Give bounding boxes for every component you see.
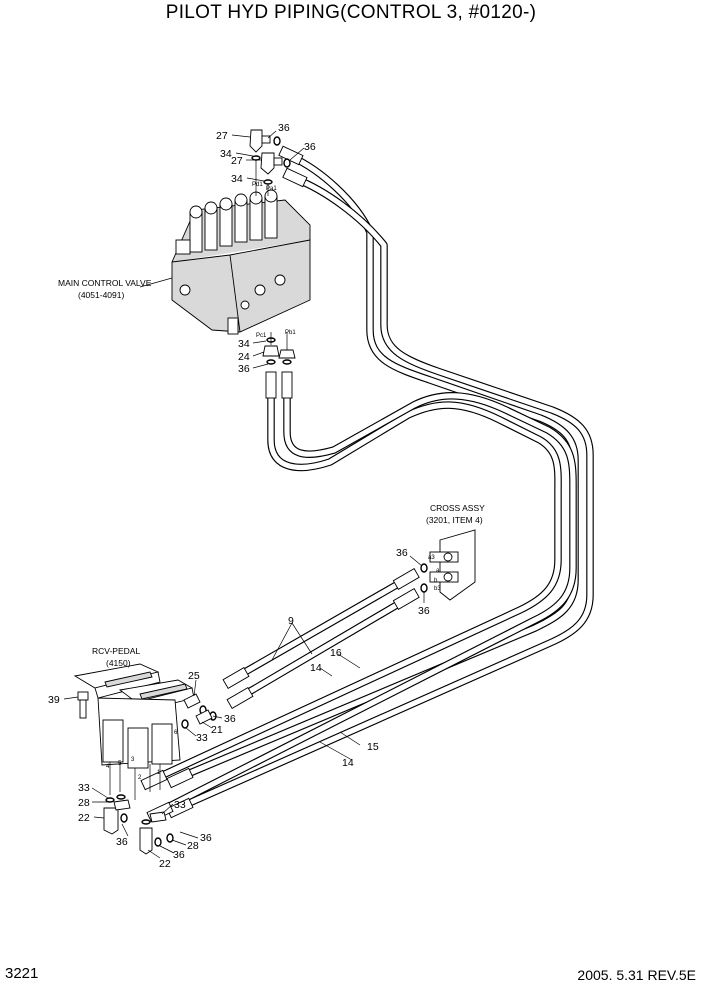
callout-34: 34 <box>220 148 232 160</box>
cross-assy <box>420 529 476 601</box>
hose-pb1-to-pedal-inner <box>155 389 576 815</box>
callout-36: 36 <box>278 122 290 134</box>
callout-22: 22 <box>78 812 90 824</box>
port-2: 2 <box>138 775 142 781</box>
callout-24: 24 <box>238 351 250 363</box>
lower-valve-fittings <box>262 332 296 365</box>
hose-pc1-to-pedal-inner <box>149 389 561 783</box>
rcv-pedal <box>73 663 195 800</box>
callout-39: 39 <box>48 694 60 706</box>
callout-25: 25 <box>188 670 200 682</box>
hose-cross-b-to-pedal-inner <box>239 593 415 699</box>
callout-34: 34 <box>231 173 243 185</box>
callout-22: 22 <box>159 858 171 870</box>
hose-cross-a-to-pedal-inner <box>235 573 415 679</box>
port-4: 4 <box>106 764 110 770</box>
callout-28: 28 <box>187 840 199 852</box>
rcv-pedal-label: RCV-PEDAL <box>92 646 140 656</box>
port-cross-a: a <box>436 568 440 574</box>
callout-21: 21 <box>211 724 223 736</box>
callout-33: 33 <box>78 782 90 794</box>
mcv-ref: (4051-4091) <box>78 290 124 300</box>
mcv-label: MAIN CONTROL VALVE <box>58 278 152 288</box>
port-5: 5 <box>118 761 122 767</box>
callout-14: 14 <box>342 757 354 769</box>
callout-34: 34 <box>238 338 250 350</box>
revision-date: 2005. 5.31 REV.5E <box>577 967 696 983</box>
port-3: 3 <box>131 757 135 763</box>
callout-33: 33 <box>174 799 186 811</box>
callout-27: 27 <box>216 130 228 142</box>
leader-lines <box>63 130 425 859</box>
port-b3: b3 <box>434 586 441 592</box>
callout-28: 28 <box>78 797 90 809</box>
callout-9: 9 <box>288 615 294 627</box>
main-control-valve <box>171 189 311 335</box>
callout-27: 27 <box>231 155 243 167</box>
hose-pa1-to-pedal-inner <box>175 176 593 811</box>
rcv-pedal-ref: (4150) <box>106 658 131 668</box>
callout-36: 36 <box>238 363 250 375</box>
cross-assy-label: CROSS ASSY <box>430 503 485 513</box>
callout-14: 14 <box>310 662 322 674</box>
hose-pd1-to-pedal-inner <box>175 154 578 781</box>
page-title: PILOT HYD PIPING(CONTROL 3, #0120-) <box>165 2 537 23</box>
cross-assy-ref: (3201, ITEM 4) <box>426 515 483 525</box>
callout-36: 36 <box>418 605 430 617</box>
port-pd1: Pd1 <box>252 182 263 188</box>
pedal-fittings <box>103 693 217 855</box>
callout-numbers: 27 36 34 27 36 34 34 24 36 36 36 9 16 14… <box>48 122 430 870</box>
port-pa1: Pa1 <box>266 186 277 192</box>
callout-36: 36 <box>304 141 316 153</box>
callout-16: 16 <box>330 647 342 659</box>
port-1: 1 <box>157 770 161 776</box>
hose-bundle <box>148 153 594 816</box>
port-a3: a3 <box>428 555 435 561</box>
port-pb1: Pb1 <box>285 330 296 336</box>
callout-36: 36 <box>173 849 185 861</box>
callout-33: 33 <box>196 732 208 744</box>
page-number: 3221 <box>5 965 39 982</box>
callout-36: 36 <box>116 836 128 848</box>
callout-36: 36 <box>396 547 408 559</box>
hose-pc1-to-pedal <box>148 388 562 784</box>
port-pc1: Pc1 <box>256 333 267 339</box>
bolt-39 <box>77 691 89 719</box>
top-fittings <box>249 129 291 196</box>
port-6: 6 <box>174 730 178 736</box>
port-cross-b: b <box>434 578 438 584</box>
callout-36: 36 <box>224 713 236 725</box>
callout-15: 15 <box>367 741 379 753</box>
callout-36: 36 <box>200 832 212 844</box>
